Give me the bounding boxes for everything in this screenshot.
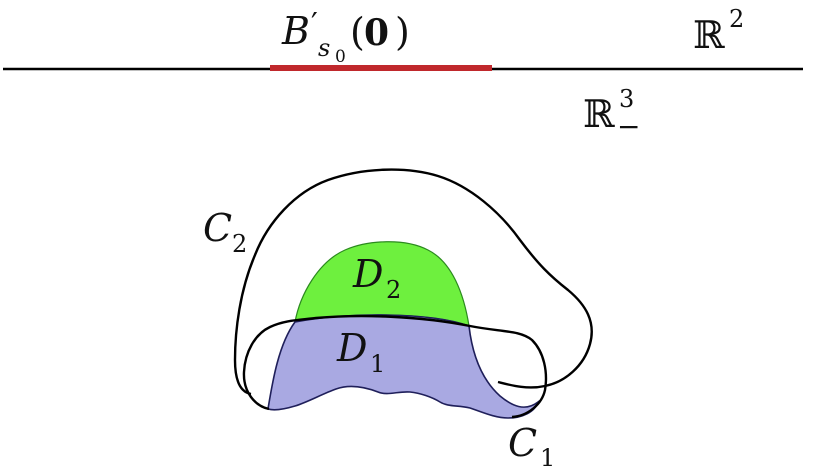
ball-label-paren-open: ( bbox=[350, 10, 365, 54]
d2-label-main: D bbox=[352, 252, 383, 296]
d2-label-sub: 2 bbox=[386, 276, 401, 304]
c1-label-sub: 1 bbox=[540, 444, 555, 472]
c2-label-main: C bbox=[203, 206, 232, 250]
d2-label: D 2 bbox=[352, 252, 401, 304]
plane-label: ℝ 2 bbox=[693, 5, 744, 57]
halfspace-label: ℝ 3 − bbox=[583, 85, 640, 143]
plane-label-sup: 2 bbox=[729, 5, 744, 33]
halfspace-label-main: ℝ bbox=[583, 92, 615, 136]
curve-c1 bbox=[242, 314, 548, 419]
ball-label-prime: ′ bbox=[311, 7, 318, 42]
curve-c2 bbox=[233, 168, 593, 396]
d1-label-main: D bbox=[336, 326, 367, 370]
ball-label-main: B bbox=[281, 9, 310, 53]
d1-label-sub: 1 bbox=[370, 350, 385, 378]
plane-label-main: ℝ bbox=[693, 13, 725, 57]
ball-label-subsub: 0 bbox=[335, 47, 346, 67]
halfspace-label-sub: − bbox=[617, 110, 640, 143]
ball-label-arg: 0 bbox=[364, 12, 389, 54]
c1-label: C 1 bbox=[508, 421, 555, 472]
d1-label: D 1 bbox=[336, 326, 385, 378]
region-d1 bbox=[267, 314, 540, 419]
halfspace-label-sup: 3 bbox=[619, 85, 634, 113]
c1-label-main: C bbox=[508, 421, 537, 465]
c2-label-sub: 2 bbox=[232, 230, 247, 258]
ball-label: B ′ s 0 ( 0 ) bbox=[281, 7, 410, 67]
ball-label-sub: s bbox=[318, 34, 330, 62]
c2-label: C 2 bbox=[203, 206, 247, 258]
ball-label-paren-close: ) bbox=[395, 10, 410, 54]
